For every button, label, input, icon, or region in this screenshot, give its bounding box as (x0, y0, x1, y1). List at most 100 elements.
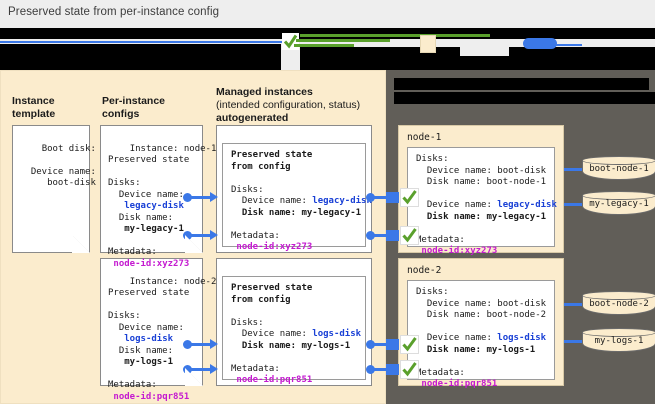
n2-metadata-label: Metadata: (416, 367, 465, 378)
connector-line-n1-extra-volume (564, 203, 582, 206)
instance-template-box: Boot disk: Device name: boot-disk (12, 125, 96, 253)
disk-volume-boot-node-2-label: boot-node-2 (589, 299, 649, 309)
connector-dot-c1-disk (183, 193, 192, 202)
pic2-disk-value: my-logs-1 (124, 357, 174, 367)
pic1-instance-line: Instance: node-1 (129, 143, 217, 154)
disk-volume-my-logs-1-label: my-logs-1 (594, 336, 644, 346)
mi1-preserved-2: from config (231, 161, 291, 172)
mi2-metadata-label: Metadata: (231, 363, 280, 374)
check-icon-node-2-metadata (400, 360, 419, 379)
connector-dot-m2-meta (366, 365, 375, 374)
mi1-device-prefix: Device name: (231, 196, 313, 206)
node-1-label: node-1 (407, 132, 442, 143)
pic1-metadata-label: Metadata: (108, 247, 157, 257)
connector-square-m1-meta (386, 230, 399, 241)
dark-panel-header-redaction-1 (394, 78, 649, 90)
pic2-disk-label: Disk name: (108, 345, 174, 356)
mi2-disk-line: Disk name: my-logs-1 (231, 340, 351, 351)
legend-blue-line-swatch (0, 41, 286, 43)
connector-dot-c2-disk (183, 340, 192, 349)
pic1-preserved-line: Preserved state (108, 155, 190, 165)
pic1-device-value: legacy-disk (124, 201, 184, 211)
legend-green-line-swatch-top (300, 34, 490, 37)
connector-line-m1-disk (373, 196, 387, 199)
connector-line-n2-extra-volume (564, 340, 582, 343)
n2-extra-disk: Disk name: my-logs-1 (416, 344, 536, 355)
disk-volume-my-legacy-1-label: my-legacy-1 (589, 199, 649, 209)
mi2-disks-label: Disks: (231, 317, 264, 328)
instance-template-text: Boot disk: Device name: boot-disk (30, 143, 96, 189)
managed-instance-node-1-preserved-state: Preserved state from config Disks: Devic… (222, 143, 372, 252)
check-icon-node-1-disk (400, 188, 419, 207)
node-2-body: Disks: Device name: boot-disk Disk name:… (407, 280, 555, 389)
n1-extra-device: legacy-disk (497, 200, 557, 210)
mi1-metadata-label: Metadata: (231, 230, 280, 241)
n2-boot-device: Device name: boot-disk (416, 298, 547, 309)
page-title: Preserved state from per-instance config (8, 6, 220, 18)
n1-metadata-value: node-id:xyz273 (421, 246, 498, 256)
n1-boot-device: Device name: boot-disk (416, 165, 547, 176)
disk-volume-my-legacy-1: my-legacy-1 (582, 191, 655, 217)
mi2-preserved-1: Preserved state (231, 283, 313, 293)
mi2-device-prefix: Device name: (231, 329, 313, 339)
column-heading-per-instance-configs: Per-instance configs (102, 95, 166, 120)
connector-arrow-c1-meta (210, 230, 218, 240)
connector-line-c1-disk (190, 196, 210, 199)
node-card-node-1: node-1 Disks: Device name: boot-disk Dis… (398, 125, 564, 256)
pic2-instance-line: Instance: node-2 (129, 276, 217, 287)
mi1-disks-label: Disks: (231, 184, 264, 195)
connector-arrow-c2-disk (210, 339, 218, 349)
mi2-metadata-value: node-id:pqr851 (236, 375, 313, 385)
n1-disks-label: Disks: (416, 154, 449, 164)
pic2-device-value: logs-disk (124, 334, 174, 344)
mi2-preserved-2: from config (231, 294, 291, 305)
managed-instance-node-2-preserved-state: Preserved state from config Disks: Devic… (222, 276, 366, 385)
pic2-metadata-label: Metadata: (108, 380, 157, 390)
legend-green-line-swatch-short (294, 44, 354, 47)
check-icon-node-2-disk (400, 335, 419, 354)
disk-volume-boot-node-1-label: boot-node-1 (589, 164, 649, 174)
pic1-disk-label: Disk name: (108, 212, 174, 223)
column-heading-managed-instances-2: (intended configuration, status) (216, 99, 361, 111)
n1-extra-device-prefix: Device name: (416, 200, 498, 210)
disk-volume-boot-node-1: boot-node-1 (582, 156, 655, 182)
legend-band (0, 28, 655, 70)
pic1-disk-value: my-legacy-1 (124, 224, 184, 234)
mi1-disk-line: Disk name: my-legacy-1 (231, 207, 362, 218)
connector-line-n2-boot-volume (564, 303, 582, 306)
legend-blue-blob-tail (552, 44, 582, 46)
n1-metadata-label: Metadata: (416, 234, 465, 245)
n2-metadata-value: node-id:pqr851 (421, 379, 498, 389)
pic2-metadata-value: node-id:pqr851 (113, 391, 190, 402)
connector-line-c2-disk (190, 343, 210, 346)
column-heading-instance-template: Instance template (12, 95, 56, 120)
mi1-preserved-1: Preserved state (231, 150, 313, 160)
pic1-device-label: Device name: (108, 189, 184, 200)
n2-extra-device: logs-disk (497, 333, 547, 343)
connector-line-m2-meta (373, 368, 387, 371)
connector-square-m2-meta (386, 364, 399, 375)
pic1-disks-label: Disks: (108, 178, 141, 188)
legend-green-line-swatch-mid (296, 39, 390, 42)
legend-redaction-bar-5 (460, 56, 655, 70)
legend-redaction-bar-1 (0, 28, 655, 39)
pic2-preserved-line: Preserved state (108, 288, 190, 298)
connector-line-m2-disk (373, 343, 387, 346)
pic2-disks-label: Disks: (108, 311, 141, 321)
n2-boot-disk: Disk name: boot-node-2 (416, 310, 547, 320)
node-1-body: Disks: Device name: boot-disk Disk name:… (407, 147, 557, 256)
node-card-node-2: node-2 Disks: Device name: boot-disk Dis… (398, 258, 564, 389)
disk-volume-my-logs-1: my-logs-1 (582, 328, 655, 354)
connector-square-m2-disk (386, 339, 399, 350)
mi2-device-value: logs-disk (312, 329, 362, 339)
per-instance-config-node-2: Instance: node-2 Preserved state Disks: … (100, 258, 216, 402)
mi1-device-value: legacy-disk (312, 196, 372, 206)
pic2-device-label: Device name: (108, 322, 184, 333)
connector-dot-m1-meta (366, 231, 375, 240)
n1-boot-disk: Disk name: boot-node-1 (416, 177, 547, 187)
connector-arrow-c2-meta (210, 364, 218, 374)
legend-cream-square-swatch (420, 35, 436, 53)
pic1-metadata-value: node-id:xyz273 (113, 258, 190, 269)
column-heading-managed-instances-1: Managed instances (216, 86, 313, 98)
